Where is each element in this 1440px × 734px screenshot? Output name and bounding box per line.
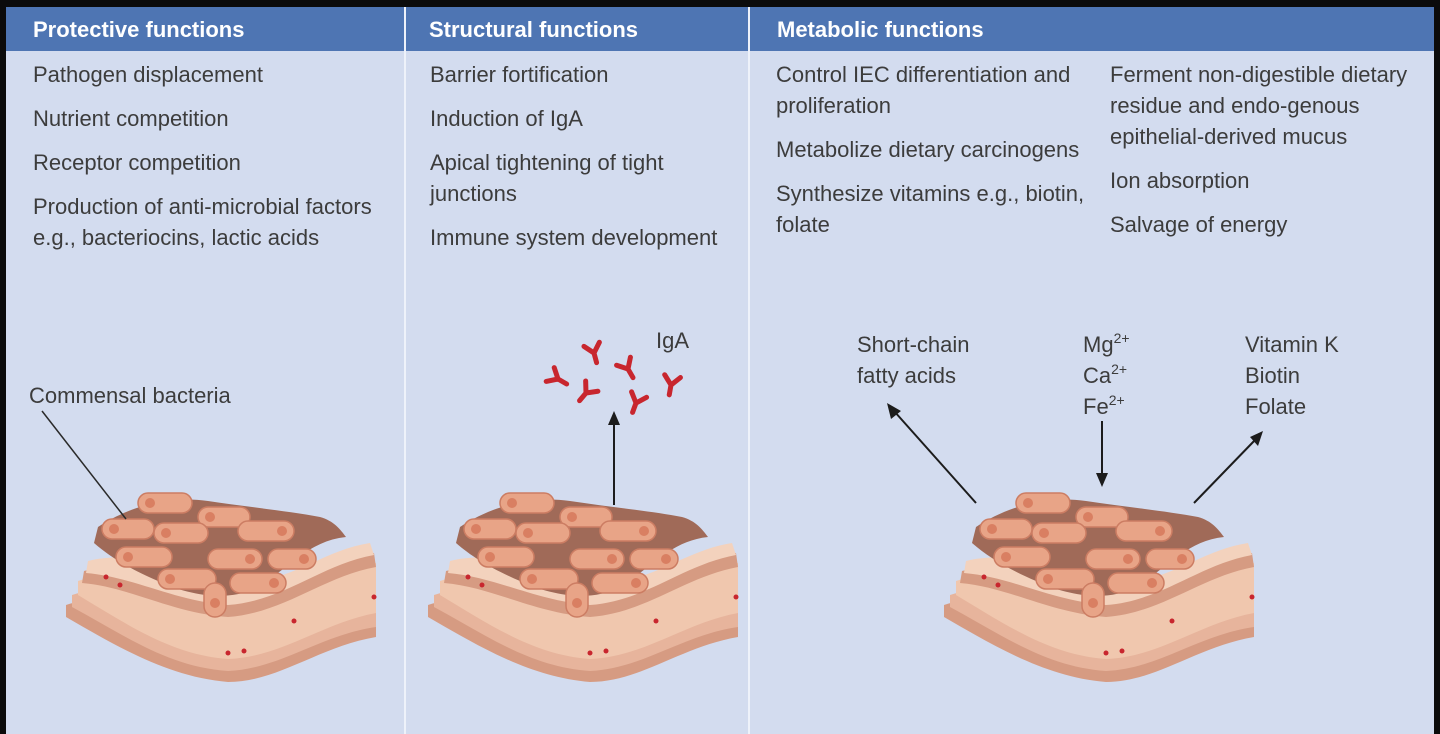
list-item: Receptor competition [33, 150, 241, 175]
ion-mg: Mg2+ [1083, 330, 1130, 357]
list-item: Apical tightening of tight junctions [430, 150, 664, 206]
metabolic-functions-list-left: Control IEC differentiation and prolifer… [776, 59, 1086, 253]
structural-functions-panel: Structural functions Barrier fortificati… [406, 7, 748, 734]
structural-functions-list: Barrier fortification Induction of IgA A… [430, 59, 730, 266]
intestinal-tissue-icon [65, 492, 378, 683]
microbiota-functions-figure: Protective functions Pathogen displaceme… [6, 7, 1434, 734]
list-item: Salvage of energy [1110, 212, 1288, 237]
protective-functions-list: Pathogen displacement Nutrient competiti… [33, 59, 383, 266]
biotin-label: Biotin [1245, 363, 1301, 388]
list-item: Pathogen displacement [33, 62, 263, 87]
structural-functions-header: Structural functions [406, 7, 748, 51]
ion-ca: Ca2+ [1083, 361, 1128, 388]
protective-functions-panel: Protective functions Pathogen displaceme… [6, 7, 404, 734]
intestinal-tissue-icon [427, 492, 740, 683]
list-item: Production of anti-microbial factors e.g… [33, 194, 372, 250]
column-divider [404, 7, 406, 734]
list-item: Barrier fortification [430, 62, 609, 87]
list-item: Induction of IgA [430, 106, 583, 131]
iga-label: IgA [656, 328, 690, 353]
column-divider [748, 7, 750, 734]
list-item: Synthesize vitamins e.g., biotin, folate [776, 181, 1085, 237]
list-item: Ion absorption [1110, 168, 1250, 193]
metabolic-functions-header: Metabolic functions [750, 7, 1434, 51]
metabolic-functions-panel: Metabolic functions Control IEC differen… [750, 7, 1434, 734]
vitamin-k-label: Vitamin K [1245, 332, 1339, 357]
commensal-bacteria-label: Commensal bacteria [29, 383, 231, 408]
list-item: Immune system development [430, 225, 718, 250]
mineral-ions-label: Mg2+ Ca2+ Fe2+ [1083, 329, 1130, 422]
vitamins-label: Vitamin K Biotin Folate [1245, 329, 1339, 422]
intestinal-tissue-icon [943, 492, 1256, 683]
ion-fe: Fe2+ [1083, 392, 1125, 419]
list-item: Ferment non-digestible dietary residue a… [1110, 62, 1408, 149]
list-item: Metabolize dietary carcinogens [776, 137, 1080, 162]
list-item: Nutrient competition [33, 106, 229, 131]
protective-functions-header: Protective functions [6, 7, 404, 51]
metabolic-functions-list-right: Ferment non-digestible dietary residue a… [1110, 59, 1430, 253]
list-item: Control IEC differentiation and prolifer… [776, 62, 1071, 118]
folate-label: Folate [1245, 394, 1307, 419]
short-chain-fatty-acids-label: Short-chain fatty acids [857, 332, 970, 388]
